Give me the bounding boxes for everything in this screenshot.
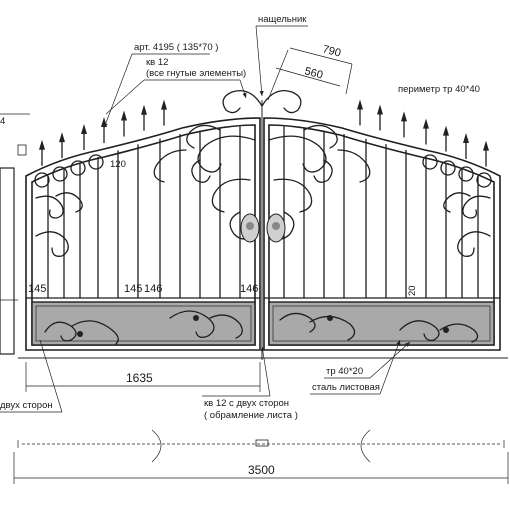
- spear-tips: [39, 99, 489, 167]
- spear-tip-2: [81, 123, 87, 150]
- spear-tip-13: [483, 140, 489, 167]
- callout-left-partial: 4: [0, 116, 5, 127]
- spear-tip-1: [59, 132, 65, 159]
- label-pipe: тр 40*20: [326, 366, 363, 377]
- ring-row-right: [422, 154, 492, 188]
- spear-tip-3: [101, 117, 107, 143]
- sheet-panel-left: [31, 301, 256, 346]
- ornament-central: [153, 89, 371, 240]
- label-146-b: 146: [240, 283, 258, 295]
- label-article: арт. 4195 ( 135*70 ): [134, 42, 218, 53]
- label-560: 560: [303, 65, 324, 81]
- spear-tip-5: [141, 104, 147, 131]
- spear-tip-0: [39, 139, 45, 166]
- label-square-bar: кв 12: [146, 57, 168, 68]
- spear-tip-8: [377, 104, 383, 131]
- dim-790: 790: [267, 43, 353, 101]
- callout-square-bar: кв 12 (все гнутые элементы): [105, 57, 247, 115]
- label-120: 120: [110, 159, 126, 170]
- spear-tip-6: [161, 99, 167, 126]
- label-145-b: 145: [124, 283, 142, 295]
- label-perimeter: периметр тр 40*40: [398, 84, 480, 95]
- spear-tip-10: [423, 118, 429, 145]
- sheet-panels: [31, 301, 495, 346]
- vertical-bars-right: [283, 126, 479, 298]
- callout-square-both-sides: кв 12 с двух сторон ( обрамление листа ): [202, 345, 298, 421]
- label-146-a: 146: [144, 283, 162, 295]
- label-20: 20: [407, 285, 418, 296]
- label-square-both-sides: кв 12 с двух сторон: [204, 398, 289, 409]
- spear-tip-11: [443, 125, 449, 152]
- label-bent-elements: (все гнутые элементы): [146, 68, 246, 79]
- gate-frame-right: [263, 117, 501, 351]
- label-145-a: 145: [28, 283, 46, 295]
- label-3500: 3500: [248, 463, 275, 477]
- label-1635: 1635: [126, 371, 153, 385]
- callout-pipe: тр 40*20: [324, 341, 411, 379]
- spear-tip-12: [463, 132, 469, 159]
- callout-strike-plate: нащельник: [255, 14, 308, 97]
- side-scrolls: [35, 192, 491, 257]
- swing-arcs: [17, 429, 505, 463]
- spear-tip-7: [357, 99, 363, 126]
- callout-perimeter: периметр тр 40*40: [398, 84, 480, 95]
- sheet-scrolls: [44, 310, 479, 345]
- spear-tip-4: [121, 110, 127, 137]
- callout-sheet-steel: сталь листовая: [310, 339, 401, 395]
- dim-560: 560: [275, 65, 341, 87]
- label-790: 790: [321, 43, 342, 59]
- rosettes: [240, 213, 286, 243]
- spear-tip-9: [401, 111, 407, 138]
- dim-3500: 3500: [13, 452, 509, 484]
- label-strike-plate: нащельник: [258, 14, 307, 25]
- dim-1635: 1635: [25, 362, 261, 392]
- callout-both-sides-left: двух сторон: [0, 339, 63, 413]
- label-both-sides-left: двух сторон: [0, 400, 53, 411]
- label-sheet-frame: ( обрамление листа ): [204, 410, 298, 421]
- label-sheet-steel: сталь листовая: [312, 382, 380, 393]
- ring-row-left: [34, 154, 104, 188]
- left-post: [0, 113, 30, 355]
- label-left-partial: 4: [0, 116, 5, 127]
- callout-article: арт. 4195 ( 135*70 ): [103, 42, 218, 129]
